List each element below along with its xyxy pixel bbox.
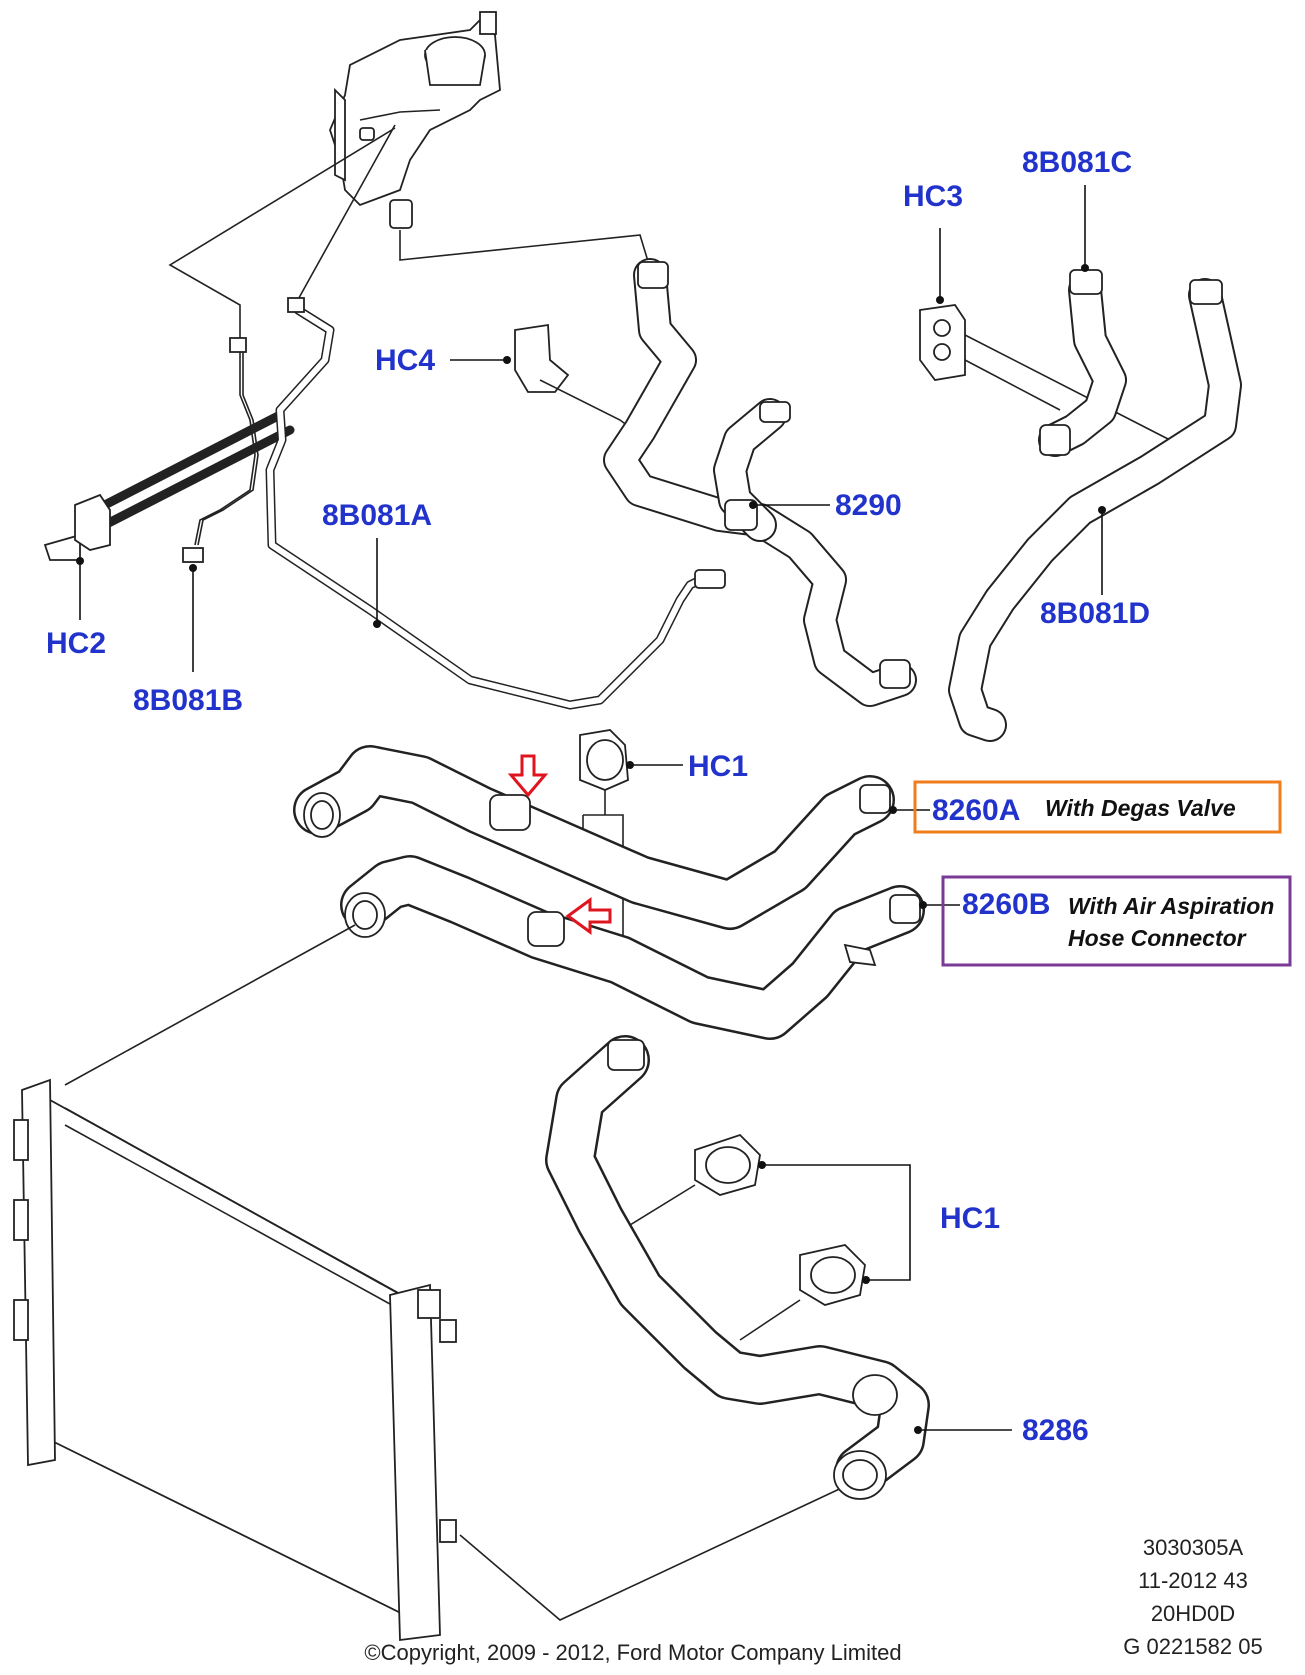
radiator [13, 1078, 457, 1642]
air-aspiration-arrow [565, 897, 612, 935]
8260b-hose [340, 855, 925, 1040]
hc1-bottom-clamps [629, 1133, 866, 1341]
copyright-text: ©Copyright, 2009 - 2012, Ford Motor Comp… [364, 1640, 901, 1665]
label-8b081b: 8B081B [133, 684, 243, 717]
connector-line [399, 230, 651, 269]
label-hc2: HC2 [46, 627, 106, 660]
callout-box-8260a [913, 780, 1282, 834]
label-8b081a: 8B081A [322, 499, 432, 532]
8b081b-wire [197, 350, 259, 546]
coolant-expansion-tank [329, 11, 501, 229]
8260a-hose [293, 745, 895, 930]
8b081b-wire [194, 350, 256, 546]
note-air-aspiration: With Air Aspiration [1068, 893, 1274, 919]
reference-line-3: 20HD0D [1151, 1601, 1235, 1626]
note-hose-connector: Hose Connector [1068, 925, 1247, 951]
reference-line-1: 3030305A [1143, 1535, 1244, 1560]
label-8b081d: 8B081D [1040, 597, 1150, 630]
label-hc3: HC3 [903, 180, 963, 213]
8b081a-tube [265, 297, 726, 710]
note-degas-valve: With Degas Valve [1045, 795, 1236, 821]
label-8b081c: 8B081C [1022, 146, 1132, 179]
8290-hose [603, 258, 917, 707]
connector-line [294, 124, 396, 306]
label-hc1-bottom: HC1 [940, 1202, 1000, 1235]
label-hc1-top: HC1 [688, 750, 748, 783]
reference-line-4: G 0221582 05 [1123, 1634, 1262, 1659]
degas-valve-arrow [507, 754, 549, 798]
8286-hose [545, 1035, 930, 1500]
connector-line [64, 924, 356, 1086]
connector-line [459, 1469, 881, 1621]
hc3-bracket [919, 304, 1171, 441]
8b081c-hose [1038, 269, 1127, 457]
reference-line-2: 11-2012 43 [1138, 1568, 1248, 1593]
leader-lines [76, 185, 1106, 1434]
label-8260b: 8260B [962, 888, 1050, 921]
hc4-clip [514, 323, 641, 436]
label-8290: 8290 [835, 489, 902, 522]
connector-line [168, 127, 396, 340]
label-hc4: HC4 [375, 344, 435, 377]
8b081d-hose [948, 278, 1242, 742]
callout-box-8260b [941, 875, 1292, 967]
label-8286: 8286 [1022, 1414, 1089, 1447]
label-8260a: 8260A [932, 794, 1020, 827]
